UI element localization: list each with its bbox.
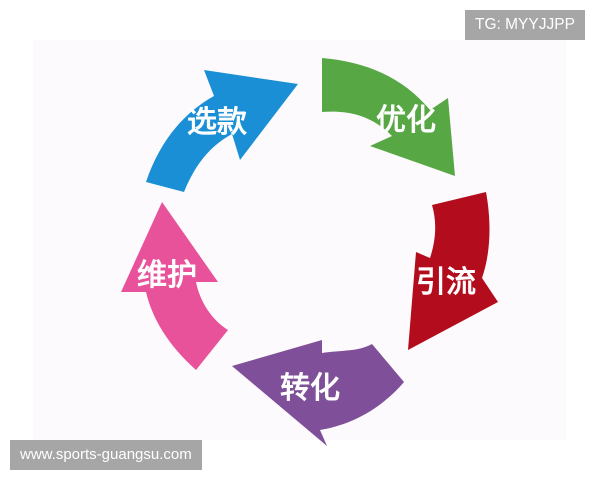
step-label: 优化 <box>376 103 436 138</box>
step-label: 维护 <box>137 258 197 293</box>
arrow-icon <box>322 58 455 176</box>
arrow-icon <box>232 340 404 446</box>
step-arrow-traffic: 引流 <box>408 192 498 350</box>
step-label: 转化 <box>280 371 340 406</box>
watermark-website-link[interactable]: www.sports-guangsu.com <box>10 440 202 470</box>
step-arrow-select: 选款 <box>146 70 298 192</box>
step-arrow-convert: 转化 <box>232 340 404 446</box>
step-arrow-optimize: 优化 <box>322 58 455 176</box>
arrow-icon <box>408 192 498 350</box>
step-label: 选款 <box>187 105 248 140</box>
watermark-top-right: TG: MYYJJPP <box>465 10 585 40</box>
arrow-icon <box>121 202 228 370</box>
step-arrow-maintain: 维护 <box>121 202 228 370</box>
arrow-icon <box>146 70 298 192</box>
step-label: 引流 <box>416 265 476 300</box>
